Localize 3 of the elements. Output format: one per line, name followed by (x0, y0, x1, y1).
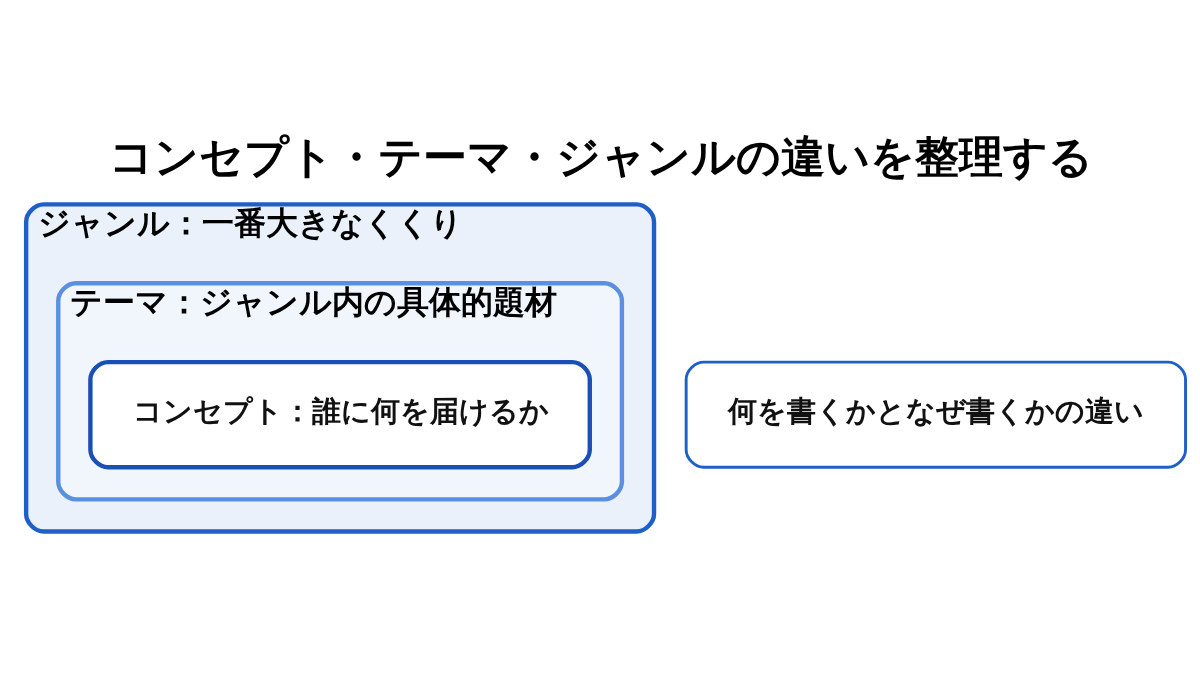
node-box: コンセプト：誰に何を届けるか (88, 359, 592, 469)
node-box: 何を書くかとなぜ書くかの違い (684, 360, 1187, 469)
diagram-title: コンセプト・テーマ・ジャンルの違いを整理する (108, 130, 1093, 182)
